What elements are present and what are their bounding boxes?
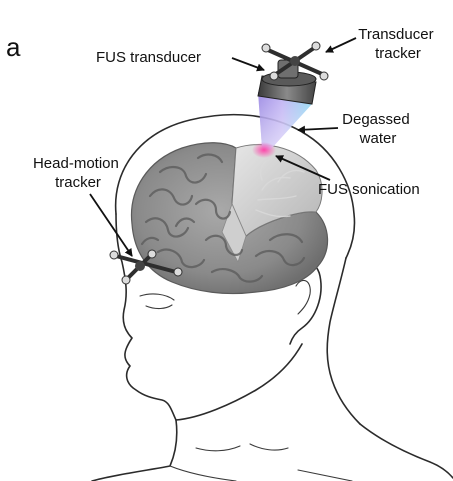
brain-cutaway [231, 144, 323, 237]
head-outline [91, 113, 453, 481]
arrow-fus-transducer [231, 57, 265, 72]
transducer-tracker-device [261, 41, 329, 81]
label-fus-transducer: FUS transducer [96, 49, 201, 66]
head-motion-tracker-device [109, 249, 183, 285]
sonication-beam [252, 92, 312, 158]
arrow-head-motion-tracker [89, 193, 133, 257]
panel-letter: a [6, 32, 21, 62]
label-degassed-water: Degassed water [342, 111, 414, 147]
arrow-degassed-water [297, 125, 339, 134]
label-transducer-tracker: Transducer tracker [358, 26, 437, 62]
label-head-motion-tracker: Head-motion tracker [33, 155, 123, 191]
brain [130, 142, 329, 295]
label-fus-sonication: FUS sonication [318, 181, 420, 198]
focal-spot [252, 142, 276, 158]
arrow-transducer-tracker [325, 37, 357, 53]
arrow-fus-sonication [275, 155, 331, 181]
